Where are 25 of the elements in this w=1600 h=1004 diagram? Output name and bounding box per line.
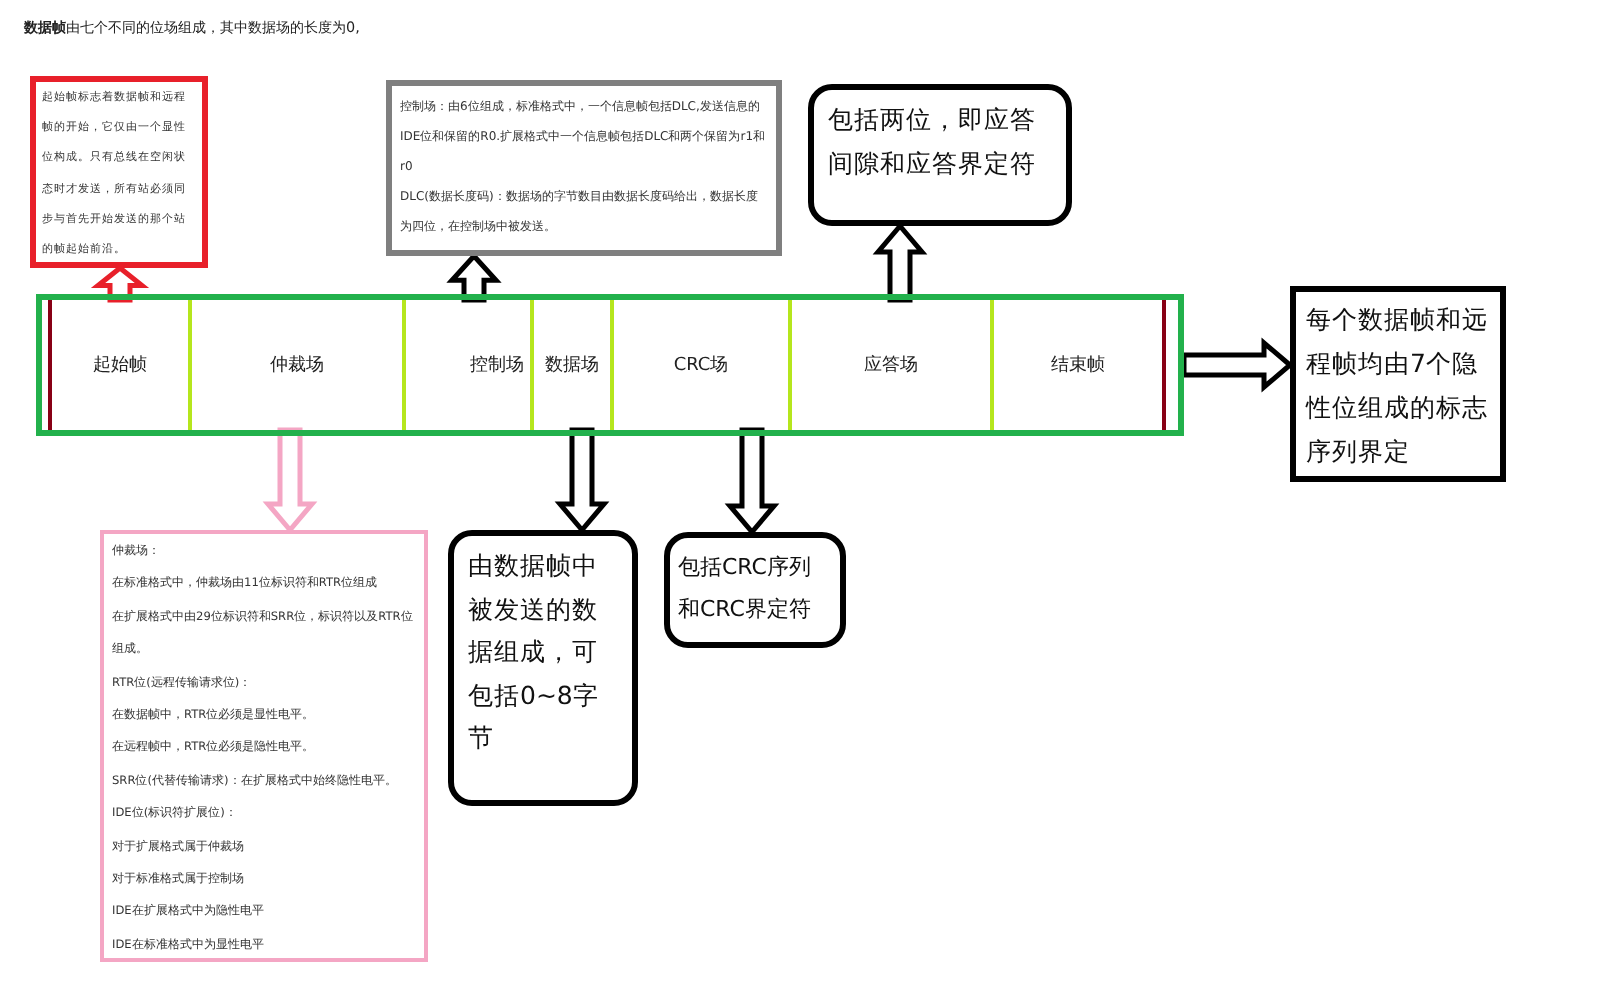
field-label: 仲裁场 — [270, 353, 324, 378]
block-arrow — [1181, 337, 1294, 393]
callout-box — [448, 530, 638, 806]
field-label: 应答场 — [864, 353, 918, 378]
note-text: 每个数据帧和远程帧均由7个隐性位组成的标志序列界定 — [1306, 302, 1490, 470]
note-text: 包括两位，即应答间隙和应答界定符 — [828, 102, 1038, 181]
callout-box — [1290, 286, 1506, 482]
note-box — [386, 80, 782, 256]
field-label: 起始帧 — [93, 353, 147, 378]
block-arrow — [872, 222, 928, 303]
block-arrow — [262, 427, 318, 534]
field-label: 结束帧 — [1051, 353, 1105, 378]
callout-box — [664, 532, 846, 648]
field-label: 数据场 — [545, 353, 599, 378]
frame-band — [36, 294, 1184, 436]
note-text: 由数据帧中被发送的数据组成，可包括0~8字节 — [468, 548, 601, 756]
note-box — [30, 76, 208, 268]
note-text: 包括CRC序列和CRC界定符 — [678, 552, 813, 626]
field-label: 控制场 — [470, 353, 524, 378]
note-box — [100, 530, 428, 962]
field-label: CRC场 — [673, 353, 729, 378]
callout-box — [808, 84, 1072, 226]
block-arrow — [446, 252, 502, 303]
block-arrow — [554, 427, 610, 534]
block-arrow — [724, 427, 780, 536]
